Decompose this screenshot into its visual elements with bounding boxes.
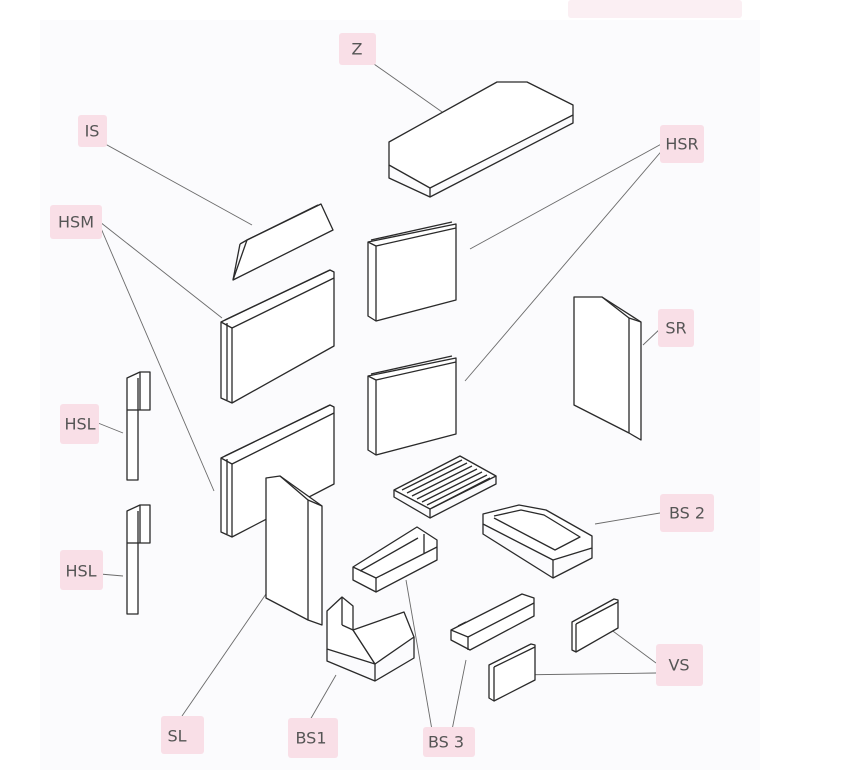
corner-tag [568,0,742,18]
part-hsr-upper [367,221,457,322]
part-vs-upper [571,598,619,653]
svg-text:BS1: BS1 [295,729,326,748]
part-is-strip [232,203,334,281]
leader-bs3-1 [405,579,433,731]
label-hsm: HSM [50,205,102,239]
leader-hsm-1 [99,221,223,319]
part-grate [393,455,497,519]
svg-text:HSR: HSR [665,135,698,154]
part-hsr-lower [367,355,457,456]
label-bs3: BS 3 [423,727,475,757]
svg-text:IS: IS [85,122,100,141]
leader-hsr-1 [469,141,666,250]
label-bs1: BS1 [288,718,338,758]
svg-text:HSM: HSM [58,213,94,232]
label-sl: SL [161,716,204,754]
part-bs1-base [326,596,415,682]
part-z-top-plate [388,81,574,198]
label-is: IS [78,115,107,147]
part-bs2-tray [482,504,593,579]
leader-bs2 [594,512,661,525]
label-bs2: BS 2 [660,494,714,532]
label-vs: VS [656,644,703,686]
label-hsl-top: HSL [60,404,99,444]
svg-text:VS: VS [668,656,689,675]
leader-hsl-top [97,422,124,434]
label-z: Z [339,33,376,65]
leader-hsm-2 [99,225,215,492]
part-hsl-upper [126,371,151,481]
part-sl-side-left [265,475,323,626]
part-bs3-upper [352,526,438,593]
label-sr: SR [658,309,694,347]
leader-hsl-bottom [99,573,124,577]
label-hsl-bottom: HSL [60,550,103,590]
leader-bs1 [309,674,337,721]
svg-text:BS 3: BS 3 [428,733,464,752]
part-hsm-upper [220,269,335,404]
svg-text:SL: SL [167,727,186,746]
svg-text:HSL: HSL [64,415,95,434]
svg-text:Z: Z [352,40,363,59]
leader-vs-2 [511,672,657,676]
part-hsl-lower [126,504,151,615]
part-hsm-lower [220,404,335,538]
part-bs3-lower [450,593,535,651]
part-sr-side-right [573,296,642,441]
leader-is [97,139,253,226]
label-hsr: HSR [660,125,704,163]
svg-text:HSL: HSL [65,562,96,581]
leader-hsr-2 [464,146,666,382]
svg-text:SR: SR [665,319,686,338]
svg-text:BS 2: BS 2 [669,504,705,523]
part-vs-lower [488,643,536,702]
leader-bs3-2 [451,659,467,731]
